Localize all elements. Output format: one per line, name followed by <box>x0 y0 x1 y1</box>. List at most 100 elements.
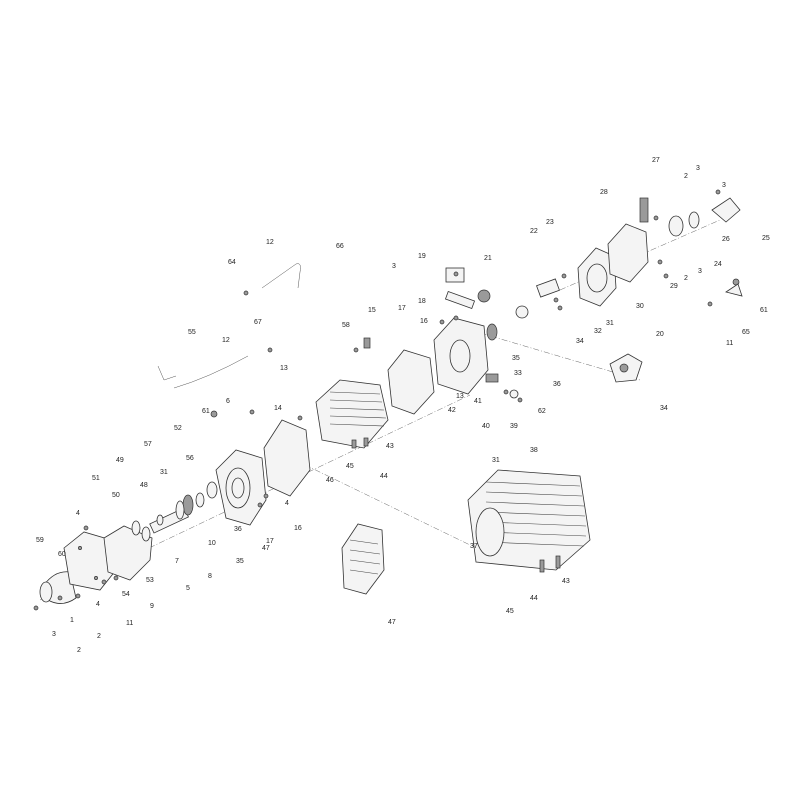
part-label-47-2: 47 <box>388 619 396 626</box>
part-label-18: 18 <box>418 298 426 305</box>
gear-shaft <box>131 481 218 542</box>
part-label-2-2: 2 <box>77 647 81 654</box>
part-label-35: 35 <box>512 355 520 362</box>
blower-housing-main <box>467 469 591 573</box>
part-label-1: 1 <box>70 617 74 624</box>
part-label-57: 57 <box>144 441 152 448</box>
part-label-4: 4 <box>76 510 80 517</box>
end-plate <box>433 317 498 395</box>
part-label-46: 46 <box>326 477 334 484</box>
part-label-15: 15 <box>368 307 376 314</box>
blower-housing-upper <box>315 379 389 449</box>
part-label-2-4: 2 <box>684 275 688 282</box>
outlet-flange <box>607 197 741 283</box>
part-label-50: 50 <box>112 492 120 499</box>
part-label-55: 55 <box>188 329 196 336</box>
inlet-flange <box>536 247 617 307</box>
part-label-59: 59 <box>36 537 44 544</box>
part-label-20: 20 <box>656 331 664 338</box>
part-label-7: 7 <box>175 558 179 565</box>
part-label-61-2: 61 <box>760 307 768 314</box>
part-label-17: 17 <box>266 538 274 545</box>
hose-lower <box>157 355 249 389</box>
part-label-53: 53 <box>146 577 154 584</box>
part-label-9: 9 <box>150 603 154 610</box>
part-label-35-2: 35 <box>236 558 244 565</box>
part-label-44: 44 <box>380 473 388 480</box>
part-label-24: 24 <box>714 261 722 268</box>
part-label-28: 28 <box>600 189 608 196</box>
part-label-65: 65 <box>742 329 750 336</box>
part-label-6: 6 <box>226 398 230 405</box>
part-number-labels: 1222233333444567891011111212131314151616… <box>36 157 770 654</box>
part-label-4-3: 4 <box>285 500 289 507</box>
part-label-44-2: 44 <box>530 595 538 602</box>
part-label-58: 58 <box>342 322 350 329</box>
part-label-25: 25 <box>762 235 770 242</box>
part-label-23: 23 <box>546 219 554 226</box>
part-label-13-2: 13 <box>456 393 464 400</box>
part-label-37: 37 <box>470 543 478 550</box>
part-label-41: 41 <box>474 398 482 405</box>
part-label-14: 14 <box>274 405 282 412</box>
gasket-large <box>263 419 311 497</box>
part-label-45: 45 <box>346 463 354 470</box>
part-label-3-2: 3 <box>696 165 700 172</box>
part-label-60: 60 <box>58 551 66 558</box>
part-label-64: 64 <box>228 259 236 266</box>
part-label-49: 49 <box>116 457 124 464</box>
part-label-2: 2 <box>97 633 101 640</box>
gasket-42 <box>387 349 435 415</box>
part-label-31: 31 <box>160 469 168 476</box>
part-label-10: 10 <box>208 540 216 547</box>
part-label-52: 52 <box>174 425 182 432</box>
part-label-29: 29 <box>670 283 678 290</box>
part-label-17-2: 17 <box>398 305 406 312</box>
part-label-3-4: 3 <box>722 182 726 189</box>
gearbox-housing <box>215 449 267 526</box>
part-label-38: 38 <box>530 447 538 454</box>
part-label-43-2: 43 <box>562 578 570 585</box>
part-label-22: 22 <box>530 228 538 235</box>
part-label-45-2: 45 <box>506 608 514 615</box>
part-label-11-2: 11 <box>726 340 733 347</box>
part-label-61: 61 <box>202 408 210 415</box>
part-label-26: 26 <box>722 236 730 243</box>
part-label-34-2: 34 <box>660 405 668 412</box>
rear-cover <box>341 523 385 595</box>
part-label-2-3: 2 <box>684 173 688 180</box>
end-cap <box>39 571 77 604</box>
gasket <box>103 525 153 581</box>
part-label-5: 5 <box>186 585 190 592</box>
valve-block <box>444 267 491 310</box>
part-label-31-2: 31 <box>606 320 614 327</box>
relief-valve <box>609 353 643 383</box>
part-label-39: 39 <box>510 423 518 430</box>
part-label-43: 43 <box>386 443 394 450</box>
part-label-48: 48 <box>140 482 148 489</box>
part-label-36: 36 <box>553 381 561 388</box>
part-label-32: 32 <box>594 328 602 335</box>
part-label-33: 33 <box>514 370 522 377</box>
part-label-11: 11 <box>126 620 133 627</box>
part-label-56: 56 <box>186 455 194 462</box>
part-label-30: 30 <box>636 303 644 310</box>
part-label-12-2: 12 <box>222 337 230 344</box>
part-label-19: 19 <box>418 253 426 260</box>
part-label-16: 16 <box>294 525 302 532</box>
part-label-8: 8 <box>208 573 212 580</box>
part-label-47: 47 <box>262 545 270 552</box>
part-label-34: 34 <box>576 338 584 345</box>
fasteners <box>33 189 743 611</box>
part-label-62: 62 <box>538 408 546 415</box>
part-label-67: 67 <box>254 319 262 326</box>
part-label-21: 21 <box>484 255 492 262</box>
part-label-3-3: 3 <box>392 263 396 270</box>
part-label-66: 66 <box>336 243 344 250</box>
part-label-40: 40 <box>482 423 490 430</box>
part-label-4-2: 4 <box>96 601 100 608</box>
part-label-16-2: 16 <box>420 318 428 325</box>
part-label-12: 12 <box>266 239 274 246</box>
part-label-42: 42 <box>448 407 456 414</box>
